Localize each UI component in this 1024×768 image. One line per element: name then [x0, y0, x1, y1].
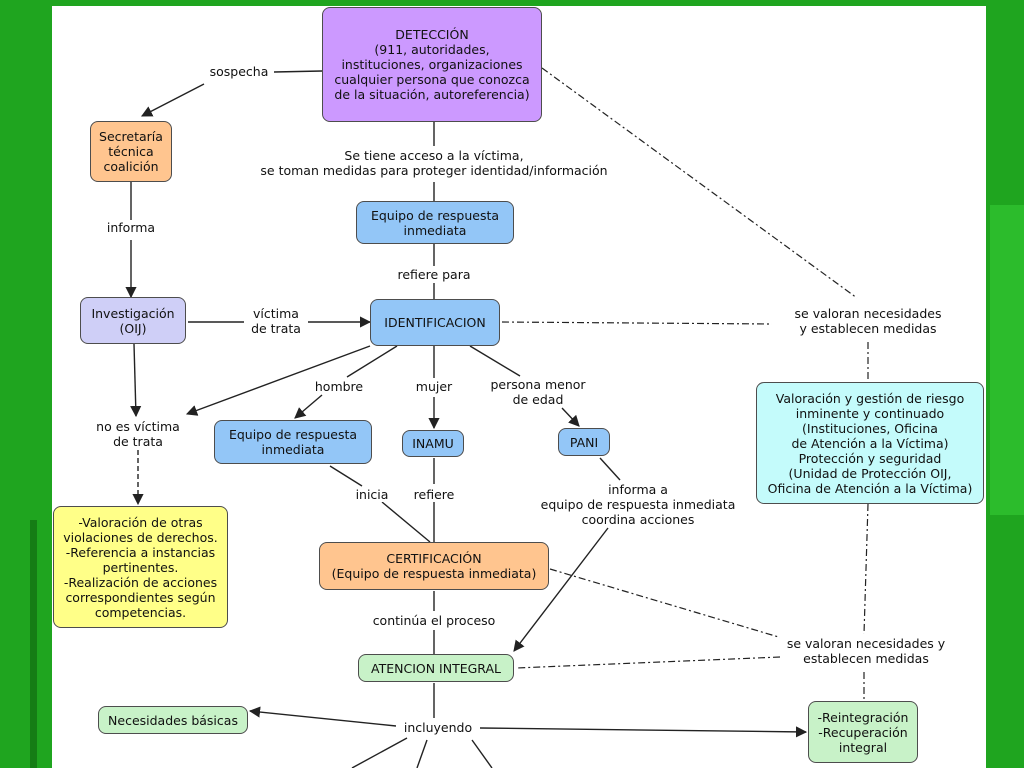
arrow-incluyendo-necesidades [248, 706, 397, 727]
line-incluyendo-branch-3 [471, 739, 493, 768]
node-deteccion: DETECCIÓN (911, autoridades, institucion… [322, 7, 542, 122]
label-acceso: Se tiene acceso a la víctima, se toman m… [248, 148, 620, 178]
dash-identificacion-valoran [501, 321, 773, 325]
node-investigacion: Investigación (OIJ) [80, 297, 186, 344]
line-inicia-certificacion [381, 501, 431, 543]
label-victima-trata: víctima de trata [244, 306, 308, 336]
label-sospecha: sospecha [204, 64, 274, 79]
node-equipo-respuesta-mid: Equipo de respuesta inmediata [214, 420, 372, 464]
label-no-es-victima: no es víctima de trata [88, 419, 188, 449]
arrow-identificacion-no-es [185, 345, 371, 416]
arrow-incluyendo-reintegracion [479, 726, 808, 738]
label-continua-proceso: continúa el proceso [366, 613, 502, 628]
dash-riesgo-valoran-bottom [863, 503, 869, 635]
node-atencion-integral: ATENCION INTEGRAL [358, 654, 514, 682]
line-identificacion-hombre [346, 345, 398, 378]
label-informa-equipo: informa a equipo de respuesta inmediata … [536, 482, 740, 527]
node-certificacion: CERTIFICACIÓN (Equipo de respuesta inmed… [319, 542, 549, 590]
label-inicia: inicia [350, 487, 394, 502]
arrow-informa-atencion [513, 527, 609, 652]
decorative-bar-right [990, 205, 1024, 515]
decorative-bar-left [30, 520, 37, 768]
node-inamu: INAMU [402, 430, 464, 457]
dash-certificacion-valoran-bottom [549, 568, 783, 639]
arrow-menor-pani [561, 407, 580, 427]
label-informa: informa [102, 220, 160, 235]
arrow-investigacion-no-es [130, 343, 142, 418]
line-incluyendo-branch-1 [351, 737, 408, 768]
node-identificacion: IDENTIFICACION [370, 299, 500, 346]
label-mujer: mujer [410, 379, 458, 394]
label-incluyendo: incluyendo [396, 720, 480, 735]
node-necesidades-basicas: Necesidades básicas [98, 706, 248, 734]
line-pani-informa [599, 457, 621, 481]
label-persona-menor: persona menor de edad [484, 377, 592, 407]
line-identificacion-menor [469, 345, 521, 377]
label-valoran-bottom: se valoran necesidades y establecen medi… [780, 636, 952, 666]
node-reintegracion: -Reintegración -Recuperación integral [808, 701, 918, 763]
node-valoracion-otras: -Valoración de otras violaciones de dere… [53, 506, 228, 628]
line-incluyendo-branch-2 [416, 739, 428, 768]
dash-valoran-bottom-atencion [516, 656, 781, 669]
concept-map: DETECCIÓN (911, autoridades, institucion… [52, 6, 986, 768]
node-pani: PANI [558, 428, 610, 456]
line-deteccion-sospecha [273, 70, 323, 73]
arrow-hombre-equipo [294, 394, 323, 419]
label-refiere-para: refiere para [392, 267, 476, 282]
label-refiere: refiere [406, 487, 462, 502]
label-hombre: hombre [310, 379, 368, 394]
line-equipo-inicia [329, 465, 363, 487]
arrow-sospecha-secretaria [141, 83, 205, 117]
node-equipo-respuesta-top: Equipo de respuesta inmediata [356, 201, 514, 244]
connector-lines [125, 67, 869, 768]
node-valoracion-riesgo: Valoración y gestión de riesgo inminente… [756, 382, 984, 504]
dash-deteccion-valoran [541, 67, 858, 299]
label-valoran-top: se valoran necesidades y establecen medi… [772, 306, 964, 336]
node-secretaria: Secretaría técnica coalición [90, 121, 172, 182]
